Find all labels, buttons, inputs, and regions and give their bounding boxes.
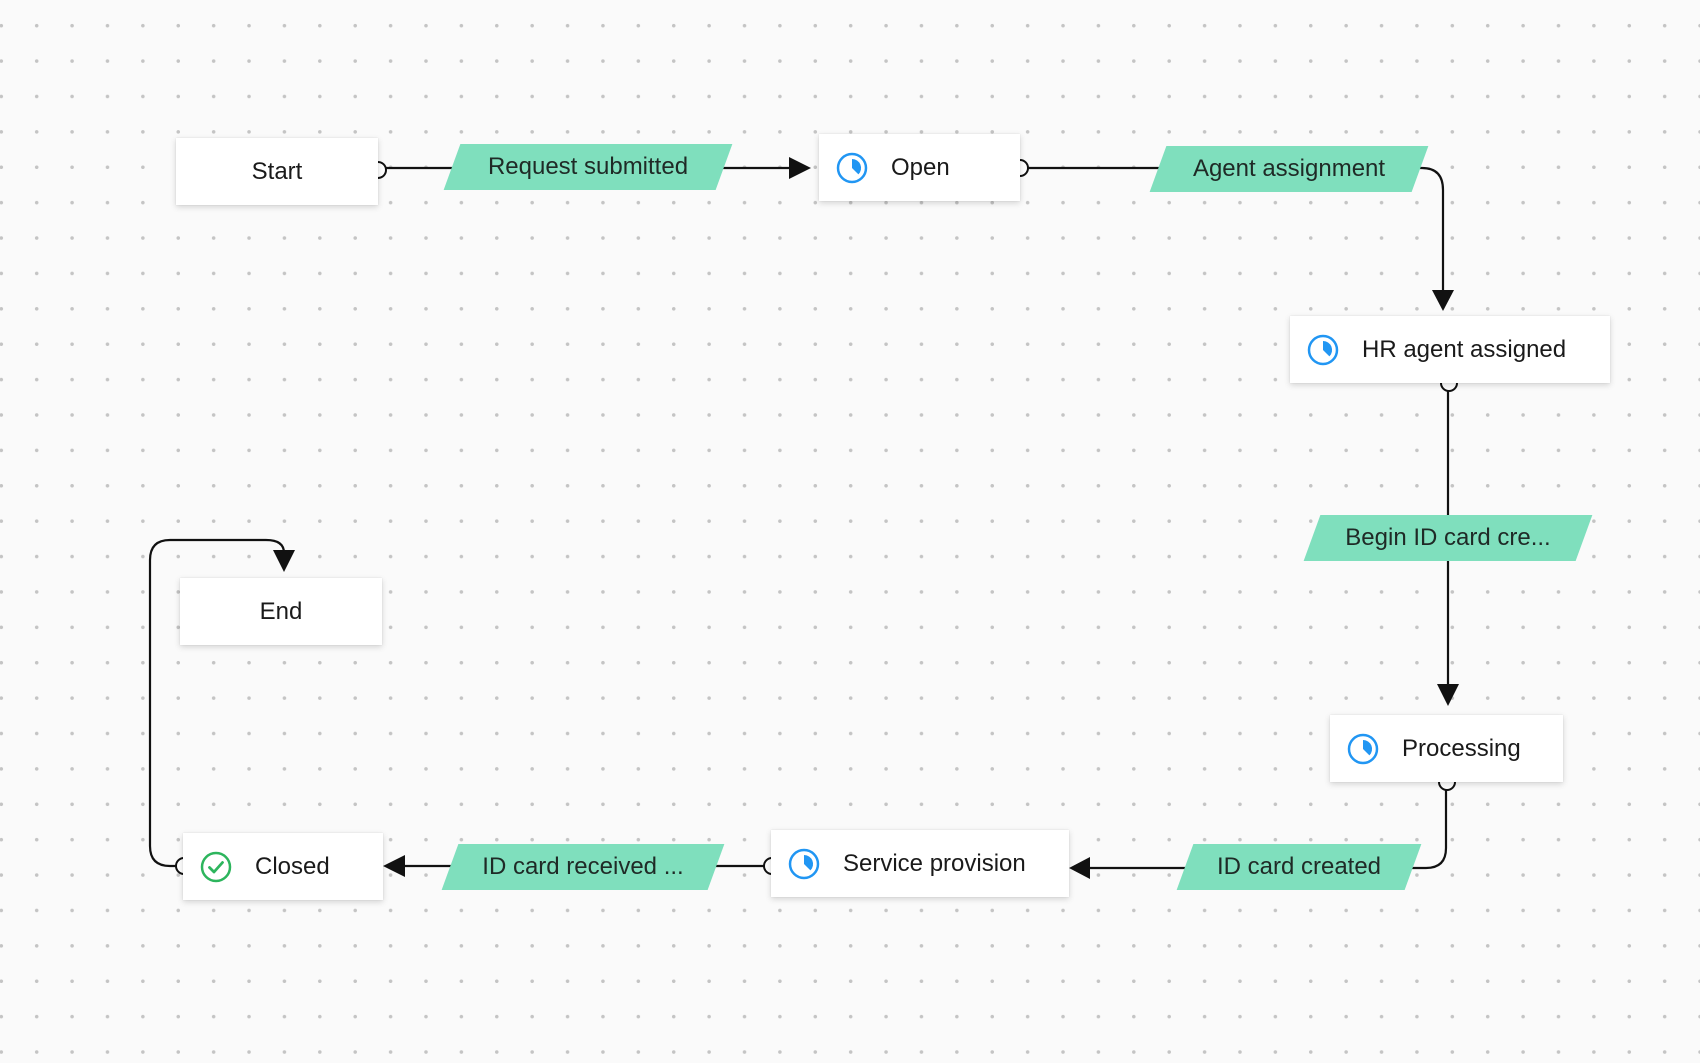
node-end-label: End [259,597,303,625]
clock-pie-icon [1306,333,1340,367]
transition-begin-id-card-creation-label: Begin ID card cre... [1345,524,1551,551]
node-open-label: Open [891,153,950,181]
check-circle-icon [199,850,233,884]
node-service-provision[interactable]: Service provision [771,830,1069,897]
port-closed-out[interactable] [175,857,185,875]
clock-pie-icon [787,847,821,881]
arrowhead-open [789,157,811,179]
port-start-out[interactable] [377,161,387,179]
node-processing[interactable]: Processing [1330,715,1563,782]
node-processing-label: Processing [1402,734,1521,762]
port-hr-out[interactable] [1440,382,1458,392]
edge-closed-end [148,538,286,868]
node-hr-agent-assigned-label: HR agent assigned [1362,335,1567,363]
arrowhead-processing [1437,684,1459,706]
arrowhead-hr [1432,290,1454,311]
transition-request-submitted[interactable]: Request submitted [452,144,724,190]
port-open-out[interactable] [1019,159,1029,177]
transition-begin-id-card-creation[interactable]: Begin ID card cre... [1312,515,1584,561]
transition-request-submitted-label: Request submitted [487,153,689,180]
node-closed-label: Closed [255,852,330,880]
transition-id-card-received-label: ID card received ... [482,853,684,880]
transition-id-card-created[interactable]: ID card created [1185,844,1413,890]
node-start-label: Start [251,157,303,185]
node-end[interactable]: End [180,578,382,645]
arrowhead-closed [383,855,405,877]
node-hr-agent-assigned[interactable]: HR agent assigned [1290,316,1610,383]
transition-agent-assignment-label: Agent assignment [1192,155,1386,182]
node-start[interactable]: Start [176,138,378,205]
arrowhead-service [1069,857,1090,879]
clock-pie-icon [1346,732,1380,766]
port-service-out[interactable] [763,857,773,875]
clock-pie-icon [835,151,869,185]
edge-open-hr [1026,166,1445,301]
node-service-provision-label: Service provision [843,849,1026,877]
transition-agent-assignment[interactable]: Agent assignment [1158,146,1420,192]
port-processing-out[interactable] [1438,781,1456,791]
transition-id-card-received[interactable]: ID card received ... [450,844,716,890]
arrowhead-end [273,550,295,572]
node-closed[interactable]: Closed [183,833,383,900]
edge-processing-service [1080,787,1448,870]
node-open[interactable]: Open [819,134,1020,201]
transition-id-card-created-label: ID card created [1216,853,1382,880]
